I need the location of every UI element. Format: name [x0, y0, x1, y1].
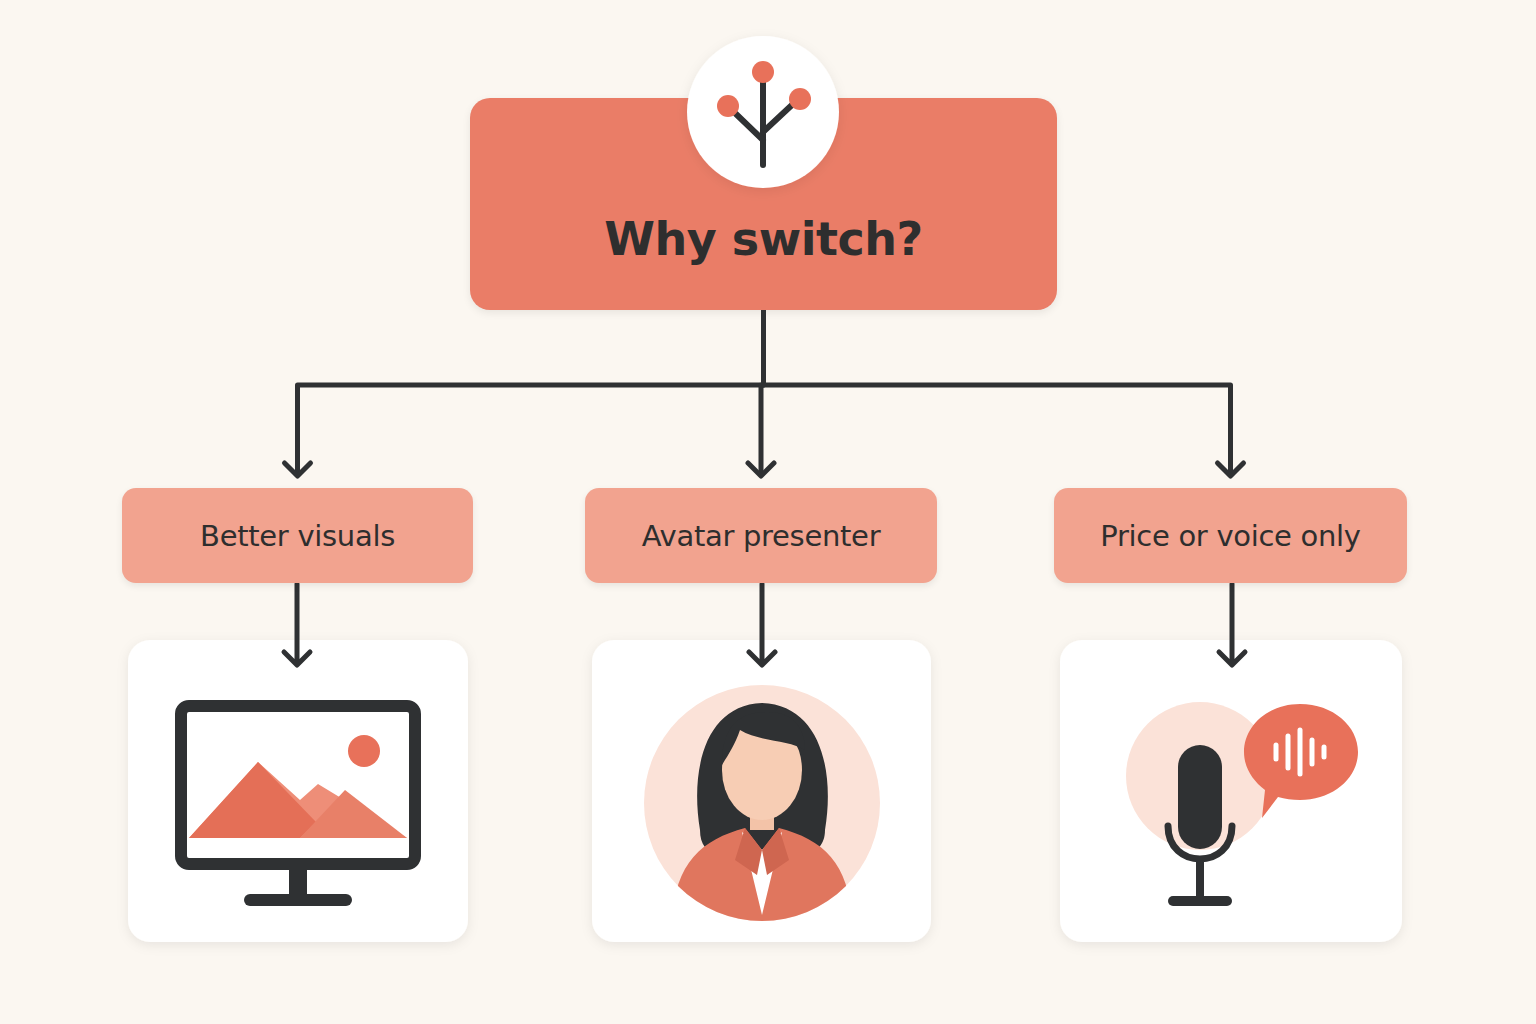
option-box: Price or voice only: [1054, 488, 1407, 583]
connector-line: [761, 310, 764, 476]
avatar-icon: [644, 685, 880, 930]
arrow-head: [1218, 463, 1244, 476]
icon-badge: [687, 36, 839, 188]
arrow-head: [285, 463, 311, 476]
branch-dots: [717, 61, 811, 117]
node-label: Avatar presenter: [642, 519, 881, 553]
voice-card: [1060, 640, 1402, 942]
connector-line: [764, 310, 1231, 476]
node-label: Why switch?: [604, 212, 922, 266]
branch-icon: [736, 82, 793, 165]
text-wrap: Why switch?: [604, 212, 922, 266]
tree-connector: [764, 310, 1244, 476]
option-box: Avatar presenter: [585, 488, 937, 583]
monitor-icon: [181, 706, 415, 906]
microphone-icon: [1126, 702, 1358, 906]
option-box: Better visuals: [122, 488, 473, 583]
connector-line: [298, 310, 764, 476]
text-wrap: Avatar presenter: [642, 519, 881, 553]
card-arrows: [284, 584, 1245, 665]
text-wrap: Price or voice only: [1100, 519, 1360, 553]
avatar-card: [592, 640, 931, 942]
root-box: Why switch?: [470, 98, 1057, 310]
tree-connector: [285, 310, 764, 476]
text-wrap: Better visuals: [200, 519, 395, 553]
tree-connector: [748, 310, 774, 476]
node-label: Price or voice only: [1100, 519, 1360, 553]
image-card: [128, 640, 468, 942]
node-label: Better visuals: [200, 519, 395, 553]
arrow-head: [748, 463, 774, 476]
